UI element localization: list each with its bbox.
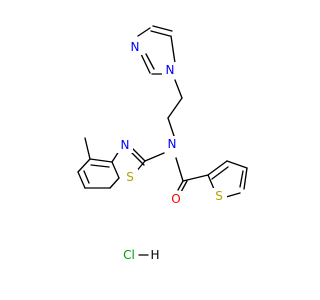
bond	[145, 53, 155, 70]
bond	[84, 137, 91, 160]
bond	[140, 53, 151, 74]
molecule-drawing: N N N N S O S Cl H	[77, 25, 248, 262]
bond	[170, 35, 176, 64]
bond	[111, 161, 120, 179]
bond	[174, 79, 183, 99]
bond	[90, 164, 110, 168]
bond	[207, 174, 215, 190]
bond	[83, 170, 90, 184]
atom-label-n-imidazole: N	[166, 63, 175, 77]
bond	[211, 166, 229, 180]
atom-label-s-thiophene: S	[215, 189, 223, 203]
bond	[180, 180, 188, 193]
bond	[167, 97, 183, 119]
bond	[89, 158, 113, 163]
bond	[243, 167, 248, 190]
salt-label-h: H	[150, 248, 159, 262]
bond	[207, 160, 228, 176]
bond	[130, 146, 146, 162]
bond	[130, 151, 145, 166]
bond	[152, 25, 173, 32]
atom-label-n-thiazole: N	[121, 138, 130, 152]
bond	[77, 158, 91, 173]
bond	[226, 160, 248, 169]
bond	[137, 27, 151, 37]
bond	[225, 192, 241, 198]
bonds	[77, 25, 248, 256]
salt-label-cl: Cl	[123, 248, 135, 262]
atom-label-n-amide: N	[168, 137, 177, 151]
bond	[177, 180, 184, 191]
bond	[175, 157, 184, 182]
bond	[77, 171, 86, 189]
atom-label-n-imidazole-2: N	[131, 40, 140, 54]
atom-labels: N N N N S O S Cl H	[117, 39, 227, 262]
bond	[109, 177, 120, 189]
bond	[150, 30, 171, 37]
bond	[144, 152, 165, 162]
bond	[182, 174, 209, 182]
bond	[167, 117, 175, 137]
structure-canvas: N N N N S O S Cl H	[77, 25, 248, 262]
atom-label-s-thiazole: S	[126, 170, 134, 184]
bond	[239, 170, 244, 188]
atom-label-o-carbonyl: O	[171, 192, 180, 206]
